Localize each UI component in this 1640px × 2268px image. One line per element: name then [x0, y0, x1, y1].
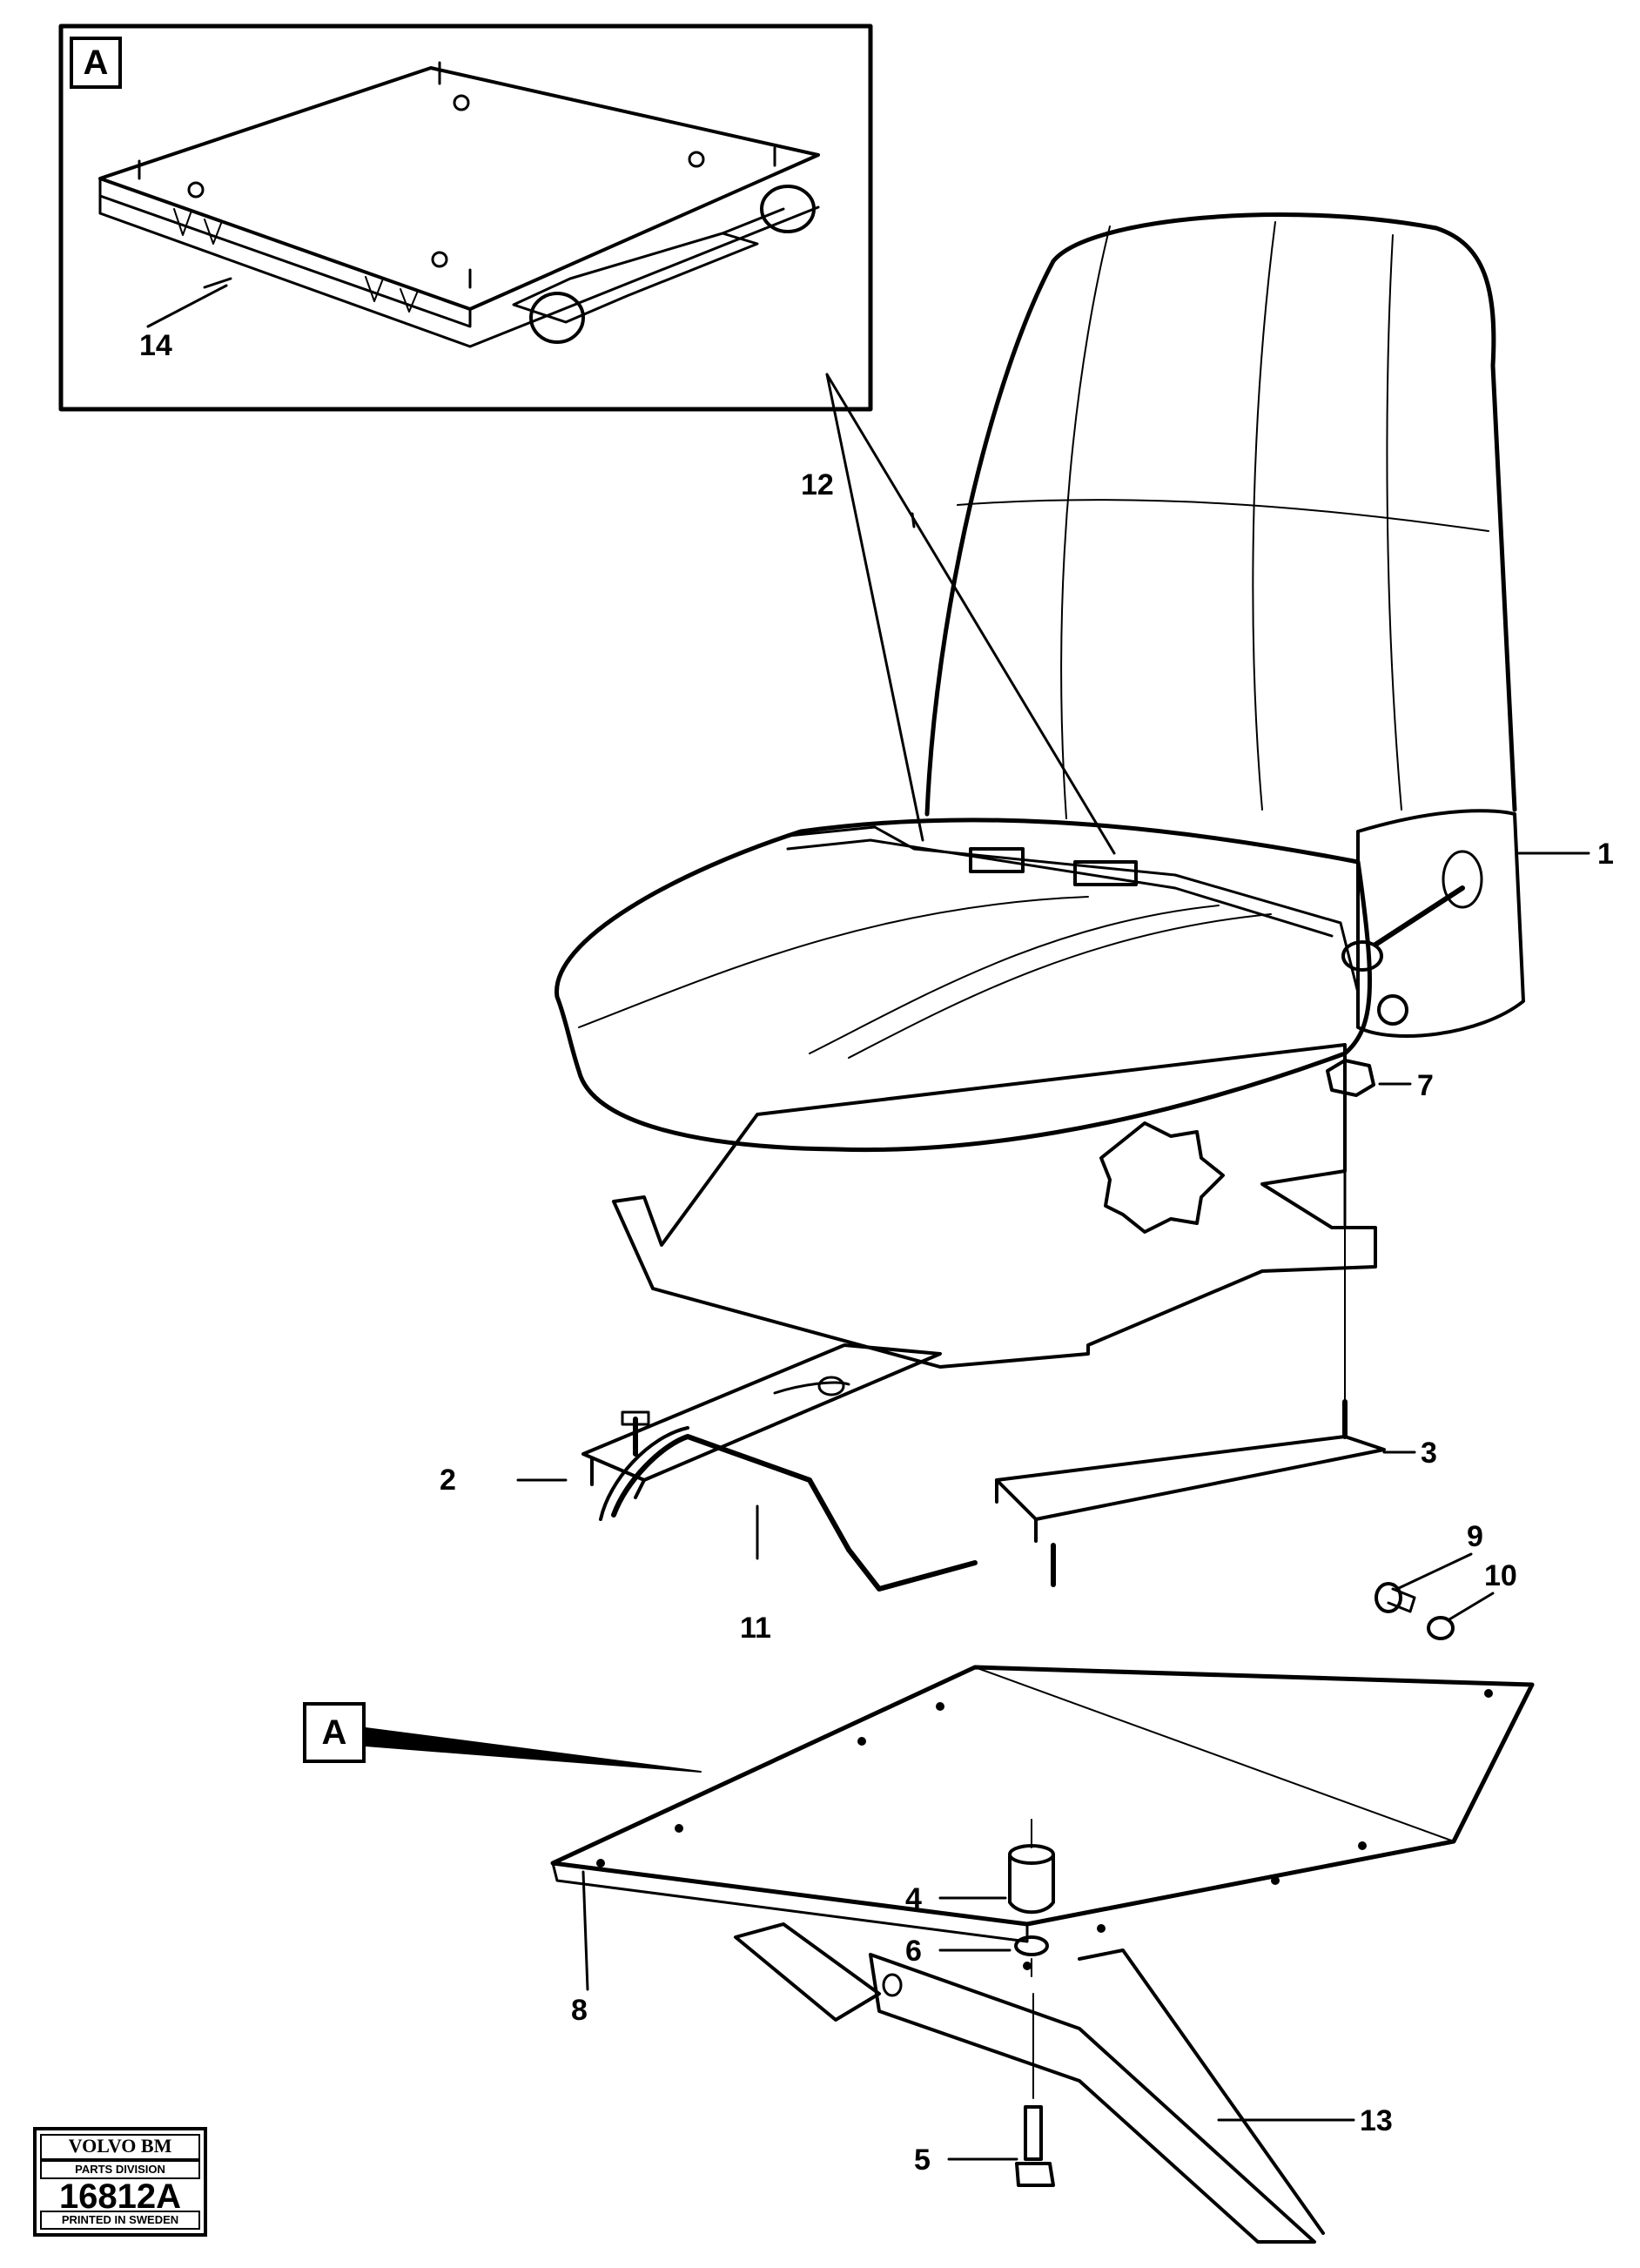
rubber-bushing-4	[1008, 1819, 1055, 1915]
badge-number: 16812A	[58, 2177, 182, 2216]
label-11: 11	[740, 1612, 771, 1645]
label-3: 3	[1421, 1437, 1437, 1470]
label-6: 6	[905, 1935, 922, 1968]
label-12: 12	[801, 468, 834, 501]
label-13: 13	[1360, 2104, 1393, 2137]
badge-brand: VOLVO BM	[40, 2134, 200, 2160]
screw-9	[1375, 1582, 1416, 1613]
inset-label-a: A	[70, 37, 122, 89]
badge-footer: PRINTED IN SWEDEN	[40, 2211, 200, 2230]
label-8: 8	[571, 1994, 588, 2027]
label-1: 1	[1597, 838, 1614, 871]
slide-rail-right	[995, 1399, 1386, 1587]
label-2: 2	[440, 1464, 456, 1497]
callout-label-a: A	[303, 1702, 366, 1763]
washer-10	[1427, 1616, 1455, 1640]
adjustment-lever-11	[599, 1376, 978, 1592]
seat-backrest	[924, 212, 1517, 819]
seat-base	[612, 1043, 1377, 1429]
leader-lines	[203, 277, 1590, 2161]
label-5: 5	[914, 2143, 931, 2177]
inset-detail-a	[58, 24, 873, 412]
nut-7	[1326, 1059, 1375, 1097]
label-10: 10	[1484, 1559, 1517, 1592]
seat-cushion	[555, 809, 1525, 1153]
badge-division: PARTS DIVISION	[40, 2160, 200, 2179]
support-bracket-13	[734, 1922, 1325, 2244]
washer-6	[1014, 1935, 1049, 1977]
label-14: 14	[139, 329, 172, 362]
bolt-5	[1015, 1993, 1055, 2187]
volvo-bm-badge: VOLVO BM PARTS DIVISION 16812A PRINTED I…	[33, 2127, 207, 2237]
label-9: 9	[1467, 1520, 1483, 1553]
label-7: 7	[1417, 1069, 1434, 1102]
mounting-plate-8	[550, 1665, 1535, 1991]
label-4: 4	[905, 1882, 922, 1915]
